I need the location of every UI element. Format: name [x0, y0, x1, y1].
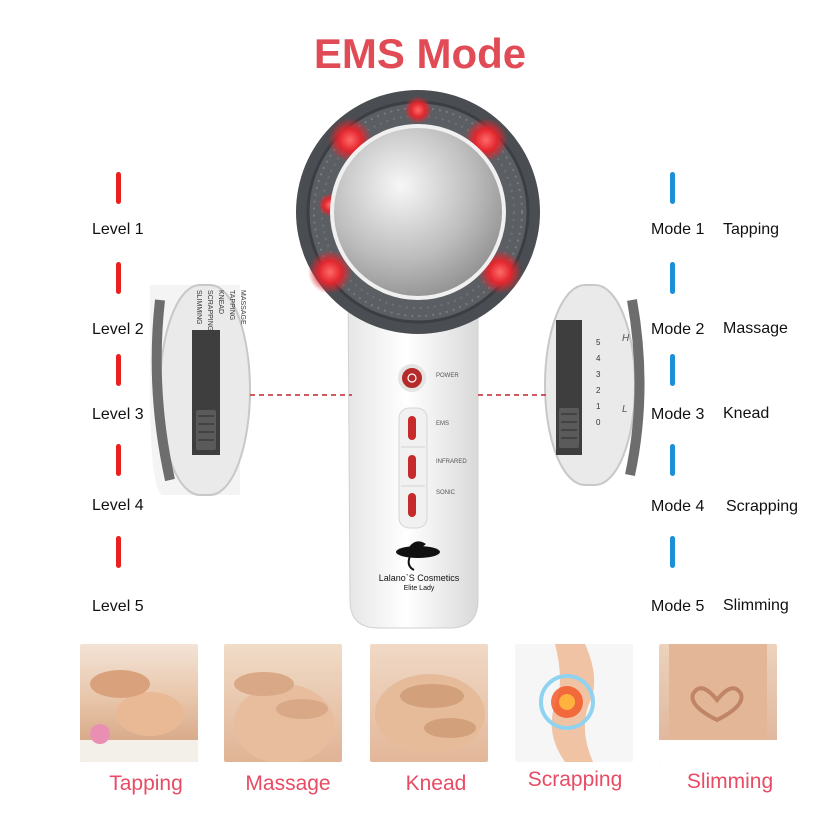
mode-2-name: Massage	[723, 320, 788, 337]
mode-divider	[670, 536, 675, 568]
caption-massage: Massage	[245, 772, 331, 795]
back-massage-icon	[234, 672, 334, 762]
left-zoom-labels: MASSAGE TAPPING KNEAD SCRAPPING SLIMMING	[118, 290, 248, 380]
left-zoom-label: MASSAGE	[239, 290, 246, 325]
mode-5-name: Slimming	[723, 597, 789, 614]
level-divider	[116, 444, 121, 476]
scale-tick: 4	[596, 354, 601, 363]
page-title: EMS Mode	[313, 30, 527, 77]
mode-2-label: Mode 2	[651, 321, 705, 338]
low-marker: L	[622, 404, 628, 415]
level-1-label: Level 1	[92, 221, 144, 238]
caption-scrapping: Scrapping	[527, 768, 623, 791]
left-zoom-label: SCRAPPING	[206, 290, 213, 332]
level-divider	[116, 536, 121, 568]
power-label: POWER	[436, 373, 459, 379]
level-3-label: Level 3	[92, 406, 144, 423]
mode-4-name: Scrapping	[726, 498, 799, 515]
scale-tick: 1	[596, 402, 601, 411]
caption-slimming: Slimming	[686, 770, 774, 793]
sonic-label: SONIC	[436, 490, 456, 496]
mode-3-name: Knead	[723, 405, 770, 422]
scale-tick: 2	[596, 386, 601, 395]
caption-knead: Knead	[405, 772, 467, 795]
mode-4-label: Mode 4	[651, 498, 705, 515]
scale-tick: 0	[596, 418, 601, 427]
left-zoom-label: SLIMMING	[195, 290, 202, 325]
infrared-label: INFRARED	[436, 459, 467, 465]
level-divider	[116, 262, 121, 294]
mode-5-label: Mode 5	[651, 598, 705, 615]
mode-divider	[670, 354, 675, 386]
massage-photo	[224, 644, 342, 762]
level-divider	[116, 354, 121, 386]
belly-heart-icon	[659, 644, 777, 762]
mode-1-name: Tapping	[723, 221, 780, 238]
mode-1-label: Mode 1	[651, 221, 705, 238]
device-illustration	[150, 90, 645, 629]
brand-name: Lalano`S Cosmetics	[378, 573, 460, 583]
level-5-label: Level 5	[92, 598, 144, 615]
scale-tick: 5	[596, 338, 601, 347]
level-4-label: Level 4	[92, 497, 144, 514]
slimming-photo	[659, 644, 777, 762]
left-zoom-label: TAPPING	[228, 290, 235, 321]
mode-divider	[670, 262, 675, 294]
mode-divider	[670, 444, 675, 476]
caption-tapping: Tapping	[109, 772, 183, 795]
right-zoom-scale: 5 4 3 2 1 0	[596, 335, 600, 431]
brand-tagline: Elite Lady	[403, 585, 435, 592]
tapping-photo	[80, 644, 198, 762]
knead-hands-icon	[375, 674, 485, 754]
level-divider	[116, 172, 121, 204]
high-marker: H	[622, 333, 630, 344]
knee-joint-icon	[539, 644, 595, 762]
knead-photo	[370, 644, 488, 762]
mode-divider	[670, 172, 675, 204]
ems-label: EMS	[436, 421, 450, 427]
scale-tick: 3	[596, 370, 601, 379]
mode-3-label: Mode 3	[651, 406, 705, 423]
face-illustration-icon	[80, 670, 198, 762]
level-2-label: Level 2	[92, 321, 144, 338]
scrapping-photo	[515, 644, 633, 762]
left-zoom-label: KNEAD	[217, 290, 224, 315]
